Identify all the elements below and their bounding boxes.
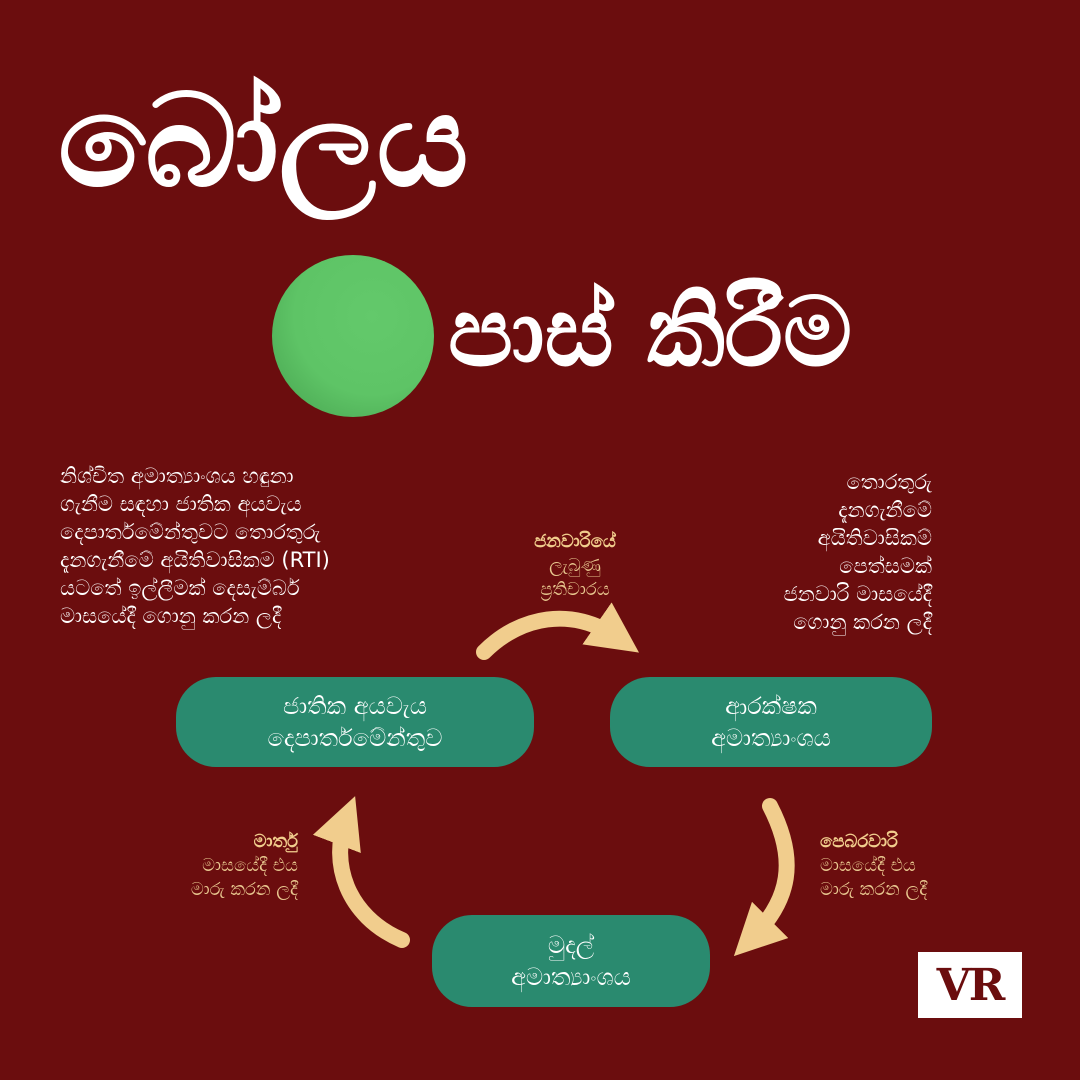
right-description-line: දැනගැනීමේ <box>838 498 932 522</box>
node-finance-ministry: මුදල් අමාත්‍යාංශය <box>432 915 710 1007</box>
left-description-line: නිශ්චිත අමාත්‍යාංශය හඳුනා <box>60 464 294 488</box>
left-description: නිශ්චිත අමාත්‍යාංශය හඳුනා ගැනීම සඳහා ජාත… <box>60 462 330 630</box>
label-february: පෙබරවාරි මාසයේදී එය මාරු කරන ලදී <box>820 830 927 902</box>
right-description-line: ජනවාරි මාසයේදී <box>783 582 932 606</box>
right-description-line: පෙත්සමක් <box>839 554 932 578</box>
left-description-line: දෙපාර්තමේන්තුවට තොරතුරු <box>60 520 321 544</box>
node-budget-line: ජාතික අයවැය <box>283 692 427 720</box>
left-description-line: මාසයේදී ගොනු කරන ලදී <box>60 604 282 628</box>
label-january: ජනවාරියේ ලැබුණු ප්‍රතිචාරය <box>480 530 670 602</box>
arrow-january-icon <box>476 602 640 660</box>
right-description-line: තොරතුරු <box>846 470 932 494</box>
label-march-line: මාරු කරන ලදී <box>190 879 298 900</box>
arrow-march-icon <box>312 796 410 948</box>
label-march-line: මාසයේදී එය <box>202 855 298 876</box>
label-january-line: ප්‍රතිචාරය <box>540 579 610 600</box>
node-budget-department: ජාතික අයවැය දෙපාර්තමේන්තුව <box>176 677 534 767</box>
vr-logo: VR <box>918 952 1022 1018</box>
title-line-1: බෝලය <box>58 67 469 216</box>
node-defence-line: අමාත්‍යාංශය <box>711 724 831 752</box>
label-march: මාර්තු මාසයේදී එය මාරු කරන ලදී <box>191 830 298 902</box>
label-january-line: ලැබුණු <box>549 555 601 576</box>
green-ball-icon <box>272 255 434 417</box>
right-description: තොරතුරු දැනගැනීමේ අයිතිවාසිකම් පෙත්සමක් … <box>784 468 932 636</box>
label-february-line: මාරු කරන ලදී <box>820 879 928 900</box>
label-january-bold: ජනවාරියේ <box>534 531 616 552</box>
node-defence-line: ආරක්ෂක <box>725 692 817 720</box>
node-finance-line: අමාත්‍යාංශය <box>511 963 631 991</box>
label-march-bold: මාර්තු <box>253 831 298 852</box>
label-february-line: මාසයේදී එය <box>820 855 916 876</box>
right-description-line: අයිතිවාසිකම් <box>817 526 932 550</box>
left-description-line: ගැනීම සඳහා ජාතික අයවැය <box>60 492 302 516</box>
label-february-bold: පෙබරවාරි <box>820 831 898 852</box>
left-description-line: දැනගැනීමේ අයිතිවාසිකම (RTI) <box>60 548 330 572</box>
node-finance-line: මුදල් <box>547 931 595 959</box>
node-budget-line: දෙපාර්තමේන්තුව <box>267 724 443 752</box>
arrow-february-icon <box>733 798 795 957</box>
title-line-2: පාස් කිරීම <box>448 276 852 388</box>
left-description-line: යටතේ ඉල්ලීමක් දෙසැම්බර් <box>60 576 300 600</box>
node-defence-ministry: ආරක්ෂක අමාත්‍යාංශය <box>610 677 932 767</box>
right-description-line: ගොනු කරන ලදී <box>793 610 932 634</box>
